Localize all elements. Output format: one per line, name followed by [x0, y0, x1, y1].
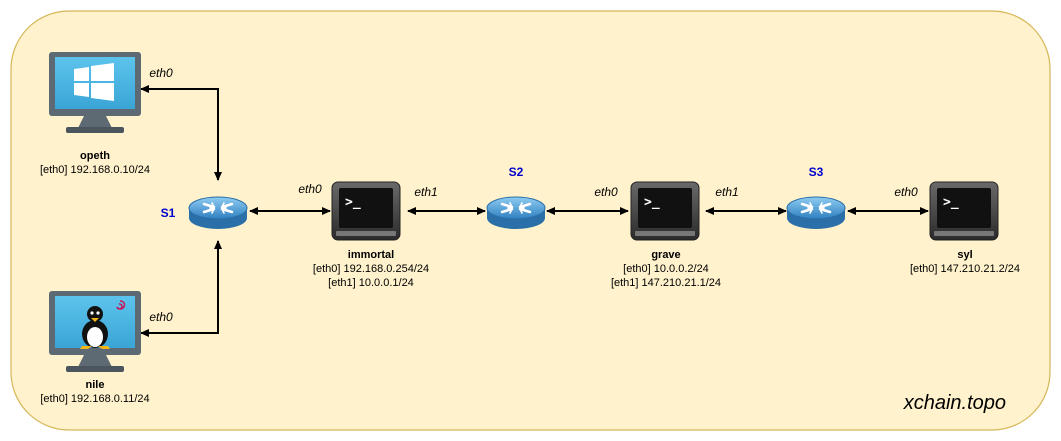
switch-icon	[485, 195, 547, 231]
terminal-icon	[331, 181, 401, 241]
link-label-s1-immortal: eth0	[298, 182, 322, 196]
switch-icon	[187, 195, 249, 231]
switch-s1[interactable]: S1	[161, 195, 249, 231]
link-opeth-s1	[140, 85, 222, 181]
link-label-nile-s1: eth0	[149, 310, 173, 324]
link-label-s2-grave: eth0	[594, 185, 618, 199]
terminal-icon	[929, 181, 999, 241]
switch-label-s1: S1	[161, 206, 176, 220]
host-iface-opeth-0: [eth0] 192.168.0.10/24	[40, 164, 150, 176]
host-iface-grave-0: [eth0] 10.0.0.2/24	[623, 263, 709, 275]
host-iface-grave-1: [eth1] 147.210.21.1/24	[611, 277, 721, 289]
host-iface-syl-0: [eth0] 147.210.21.2/24	[910, 263, 1020, 275]
link-nile-s1	[140, 240, 222, 337]
switch-icon	[785, 195, 847, 231]
host-name-immortal: immortal	[348, 249, 394, 261]
links	[140, 85, 929, 337]
switch-s3[interactable]: S3	[785, 165, 847, 231]
link-label-immortal-s2: eth1	[414, 185, 437, 199]
topology-name: xchain.topo	[903, 392, 1006, 414]
linux-monitor-icon	[49, 291, 141, 372]
host-iface-nile-0: [eth0] 192.168.0.11/24	[40, 393, 149, 405]
switch-label-s2: S2	[509, 165, 524, 179]
host-name-opeth: opeth	[80, 150, 110, 162]
windows-monitor-icon	[49, 52, 141, 133]
host-syl[interactable]: syl [eth0] 147.210.21.2/24	[910, 181, 1020, 275]
link-label-grave-s3: eth1	[715, 185, 738, 199]
host-nile[interactable]: nile [eth0] 192.168.0.11/24	[40, 291, 150, 405]
link-label-opeth-s1: eth0	[149, 66, 173, 80]
host-immortal[interactable]: immortal [eth0] 192.168.0.254/24 [eth1] …	[313, 181, 429, 289]
host-iface-immortal-0: [eth0] 192.168.0.254/24	[313, 263, 429, 275]
link-label-s3-syl: eth0	[894, 185, 918, 199]
host-name-nile: nile	[86, 379, 105, 391]
host-name-grave: grave	[651, 249, 680, 261]
terminal-icon	[630, 181, 700, 241]
host-grave[interactable]: grave [eth0] 10.0.0.2/24 [eth1] 147.210.…	[611, 181, 721, 289]
switch-s2[interactable]: S2	[485, 165, 547, 231]
host-name-syl: syl	[957, 249, 972, 261]
host-iface-immortal-1: [eth1] 10.0.0.1/24	[328, 277, 414, 289]
host-opeth[interactable]: opeth [eth0] 192.168.0.10/24	[40, 52, 150, 176]
switch-label-s3: S3	[809, 165, 824, 179]
